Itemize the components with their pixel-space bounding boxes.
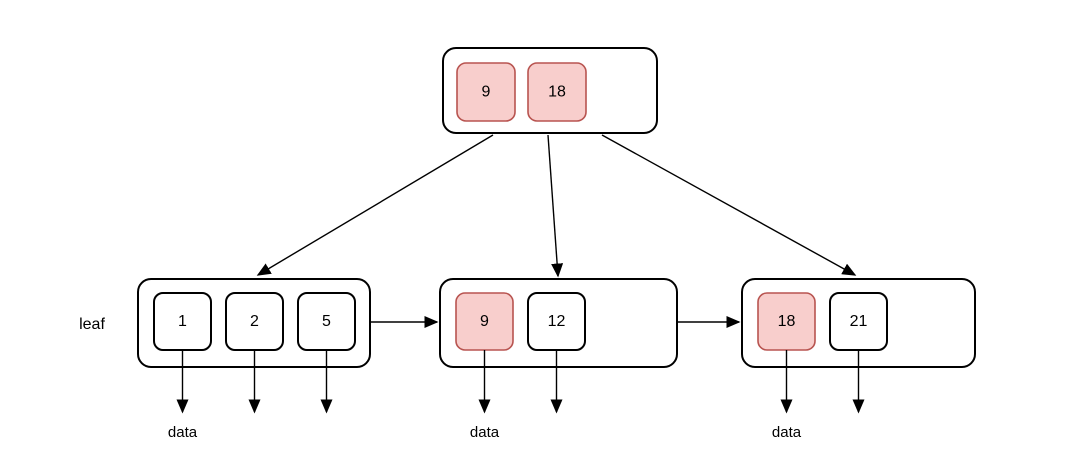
key-value: 9	[482, 84, 491, 101]
key-value: 21	[850, 313, 868, 330]
root-child-arrow-2	[601, 134, 857, 276]
key-cell-highlighted	[527, 62, 587, 122]
key-value: 18	[548, 84, 566, 101]
key-value: 18	[778, 313, 796, 330]
key-value: 12	[548, 313, 566, 330]
root-child-arrow-0	[256, 134, 494, 276]
key-value: 2	[250, 313, 259, 330]
leaf-label: leaf	[79, 316, 105, 333]
data-label: data	[470, 424, 500, 441]
key-cell-highlighted	[456, 62, 516, 122]
data-label: data	[772, 424, 802, 441]
data-label: data	[168, 424, 198, 441]
key-value: 5	[322, 313, 331, 330]
key-value: 1	[178, 313, 187, 330]
key-value: 9	[480, 313, 489, 330]
root-child-arrow-1	[547, 134, 564, 278]
